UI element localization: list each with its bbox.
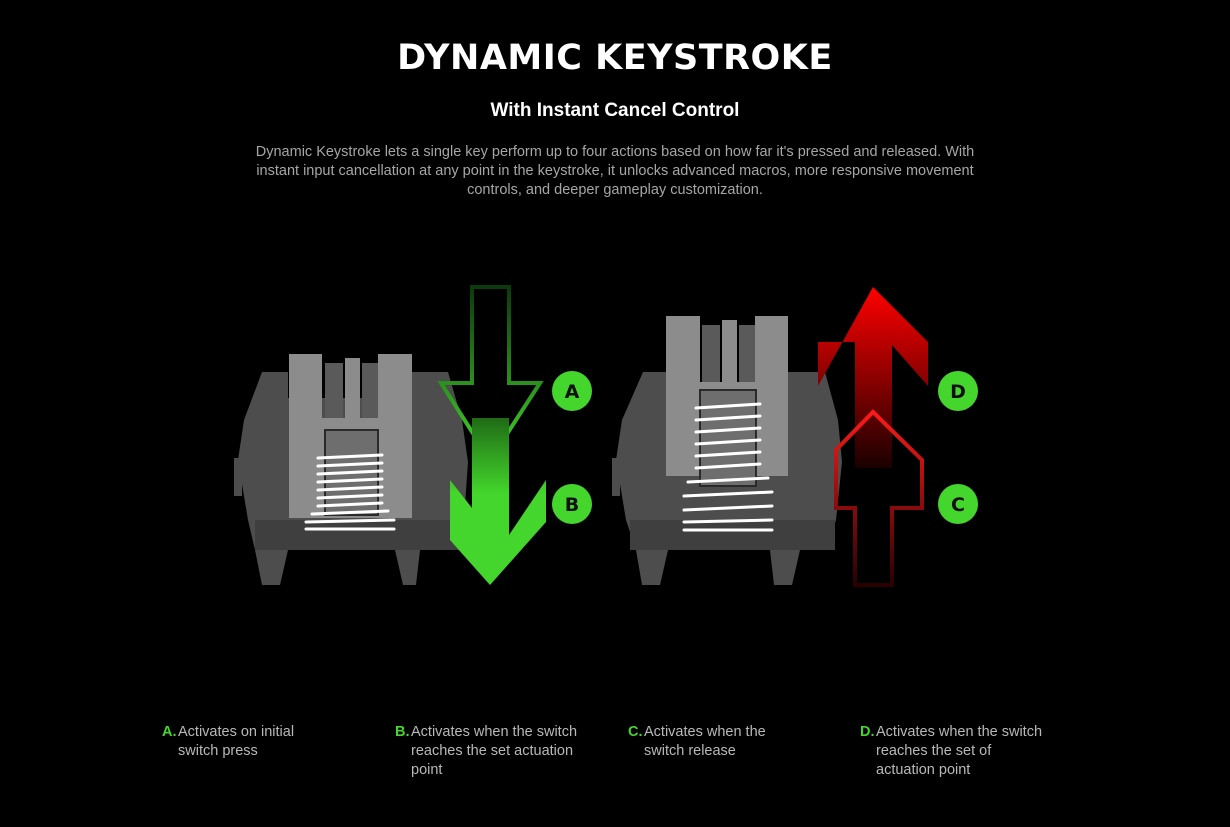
press-arrow-solid	[450, 418, 546, 585]
released-switch-illustration	[612, 316, 842, 585]
press-arrow-outline	[437, 285, 544, 464]
svg-text:C: C	[951, 494, 965, 516]
release-arrow-solid	[818, 287, 928, 468]
compressed-spring	[304, 453, 396, 531]
badge-b: B	[552, 484, 592, 524]
svg-text:B: B	[565, 494, 579, 516]
feature-description: Dynamic Keystroke lets a single key perf…	[255, 144, 975, 198]
extended-spring	[682, 402, 774, 532]
badge-a: A	[552, 371, 592, 411]
callout-text: Activates when the switch reaches the se…	[411, 724, 578, 778]
callout-letter: C.	[628, 724, 643, 740]
page-subtitle: With Instant Cancel Control	[490, 100, 740, 121]
release-arrow-outline	[834, 409, 924, 587]
svg-text:D: D	[950, 381, 966, 403]
callout-text: Activates when the switch release	[644, 724, 766, 759]
badge-d: D	[938, 371, 978, 411]
pressed-switch-illustration	[234, 354, 468, 585]
callout-letter: A.	[162, 724, 177, 740]
page-title: DYNAMIC KEYSTROKE	[397, 38, 833, 78]
svg-text:A: A	[565, 381, 580, 403]
callout-text: Activates when the switch reaches the se…	[876, 724, 1043, 778]
callout-letter: D.	[860, 724, 875, 740]
callout-letter: B.	[395, 724, 410, 740]
callout-text: Activates on initial switch press	[178, 724, 295, 759]
badge-c: C	[938, 484, 978, 524]
